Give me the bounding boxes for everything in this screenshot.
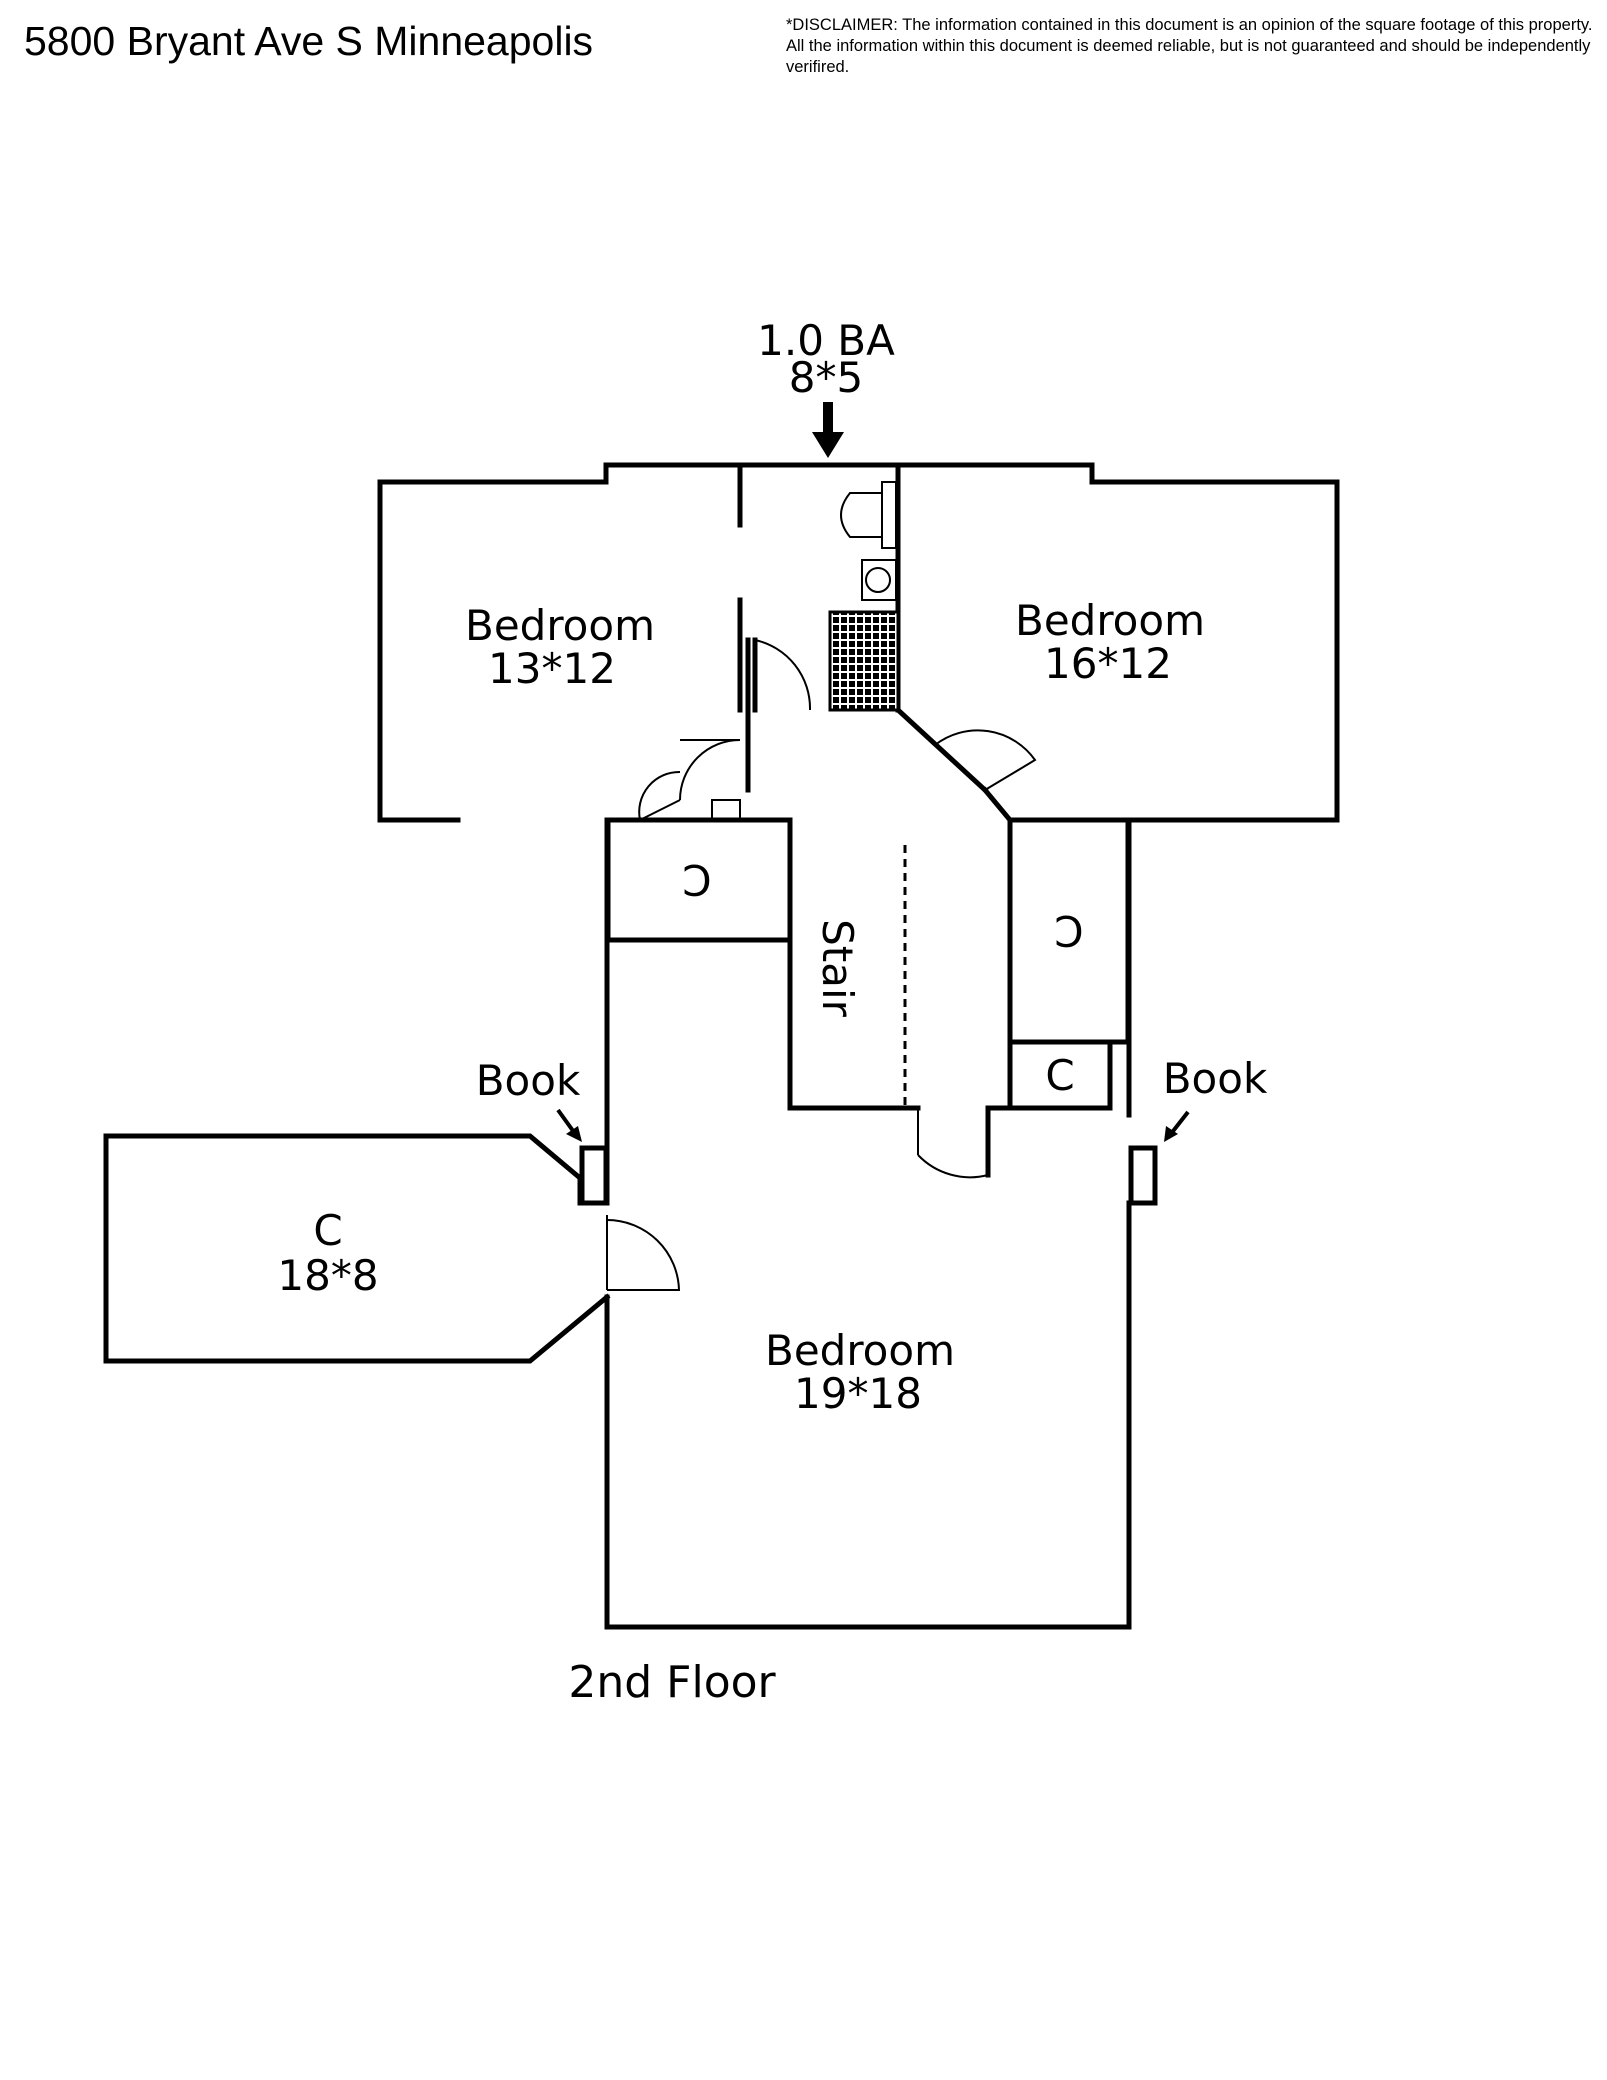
book-right-label: Book: [1163, 1054, 1268, 1103]
bath-name-label: 1.0 BA: [757, 316, 895, 365]
closet-left-label: C: [682, 855, 711, 904]
closet-small-label: C: [1045, 1051, 1074, 1100]
stair-label: Stair: [813, 919, 862, 1018]
book-left-arrow-icon: [556, 1108, 582, 1142]
large-closet-name-label: C: [313, 1206, 342, 1255]
bedroom-right-size-label: 16*12: [1044, 639, 1172, 688]
bedroom-main-name-label: Bedroom: [765, 1326, 955, 1375]
bath-size-label: 8*5: [789, 353, 863, 402]
large-closet-wall: [103, 1133, 611, 1364]
bedroom-right-name-label: Bedroom: [1015, 596, 1205, 645]
disclaimer-text: *DISCLAIMER: The information contained i…: [786, 16, 1593, 76]
page-title: 5800 Bryant Ave S Minneapolis: [24, 18, 594, 64]
floor-label: 2nd Floor: [568, 1657, 776, 1708]
large-closet-size-label: 18*8: [277, 1251, 378, 1300]
bath-arrow-icon: [812, 402, 844, 458]
book-right-arrow-icon: [1164, 1110, 1190, 1142]
bath-fixtures: [828, 481, 900, 712]
closet-right-label: C: [1054, 906, 1083, 955]
book-left-label: Book: [476, 1056, 581, 1105]
main-wing-wall-lower: [604, 1200, 1132, 1630]
bedroom-left-name-label: Bedroom: [465, 601, 655, 650]
bedroom-left-size-label: 13*12: [488, 644, 616, 693]
bedroom-main-size-label: 19*18: [794, 1369, 922, 1418]
upper-wing-wall: [377, 462, 1340, 823]
doors: [579, 637, 1158, 1291]
